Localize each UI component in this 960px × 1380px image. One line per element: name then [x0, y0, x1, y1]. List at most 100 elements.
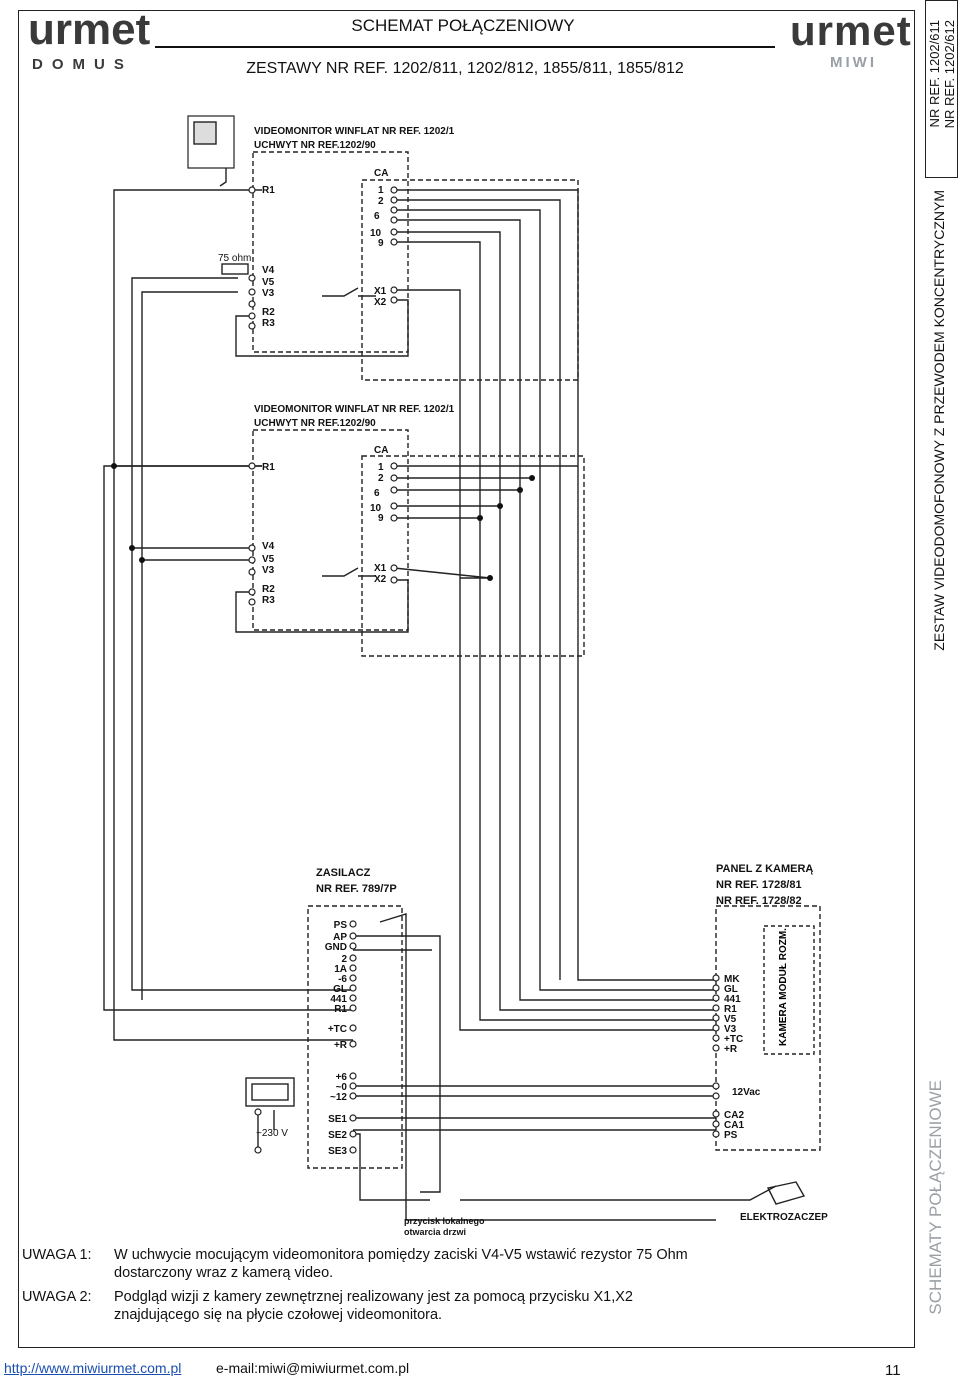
- psu-term-se1: SE1: [328, 1114, 347, 1125]
- side-ref-1: NR REF. 1202/611: [927, 20, 942, 128]
- m2-term-x1: X1: [374, 563, 387, 574]
- psu-term-0: ~0: [336, 1082, 348, 1093]
- m1-term-1: 1: [378, 185, 384, 196]
- panel-term-gl: GL: [724, 984, 738, 995]
- camera-module-label: KAMERA MODUŁ ROZM.: [778, 928, 789, 1046]
- website-link[interactable]: http://www.miwiurmet.com.pl: [4, 1360, 182, 1376]
- psu-term-gl: GL: [333, 984, 347, 995]
- panel-term-v3: V3: [724, 1024, 737, 1035]
- psu-term-ap: AP: [333, 932, 347, 943]
- m1-term-ca: CA: [374, 168, 388, 179]
- m1-term-9: 9: [378, 238, 384, 249]
- m1-term-v5: V5: [262, 277, 275, 288]
- panel-term-r1: R1: [724, 1004, 737, 1015]
- psu-term-se3: SE3: [328, 1146, 347, 1157]
- m2-term-r1: R1: [262, 462, 275, 473]
- monitor-2-bracket: UCHWYT NR REF.1202/90: [254, 418, 376, 429]
- psu-term-6v: +6: [336, 1072, 348, 1083]
- m1-term-r1: R1: [262, 185, 275, 196]
- note-2-cont: znajdującego się na płycie czołowej vide…: [22, 1306, 907, 1324]
- panel-term-ps: PS: [724, 1130, 738, 1141]
- m2-term-x2: X2: [374, 574, 387, 585]
- urmet-miwi-logo: urmet MIWI: [790, 7, 912, 76]
- panel-term-mk: MK: [724, 974, 740, 985]
- psu-ref: NR REF. 789/7P: [316, 883, 397, 895]
- logo-right-word: urmet: [790, 7, 912, 54]
- m1-term-v4: V4: [262, 265, 275, 276]
- note-1-label: UWAGA 1:: [22, 1247, 92, 1263]
- transformer: [245, 1077, 295, 1107]
- switch-x1x2-1: [322, 287, 376, 297]
- psu-term-12: ~12: [330, 1092, 347, 1103]
- page-subtitle: ZESTAWY NR REF. 1202/811, 1202/812, 1855…: [246, 60, 684, 77]
- m2-term-r3: R3: [262, 595, 275, 606]
- door-button-label: przycisk lokalnego: [404, 1216, 485, 1226]
- m1-term-v3: V3: [262, 288, 275, 299]
- email-address: e-mail:miwi@miwiurmet.com.pl: [216, 1360, 410, 1376]
- m2-term-r2: R2: [262, 584, 275, 595]
- wiring-diagram: VIDEOMONITOR WINFLAT NR REF. 1202/1 UCHW…: [103, 115, 828, 1237]
- psu-term-gnd: GND: [325, 942, 347, 953]
- logo-left-sub: DOMUS: [32, 56, 133, 73]
- m1-term-r3: R3: [262, 318, 275, 329]
- resistor-label: 75 ohm: [218, 253, 251, 264]
- panel-term-441: 441: [724, 994, 741, 1005]
- page-frame: [18, 10, 915, 1348]
- note-2-label: UWAGA 2:: [22, 1289, 92, 1305]
- psu-term-r: +R: [334, 1040, 348, 1051]
- m1-term-6: 6: [374, 211, 380, 222]
- panel-term-ca2: CA2: [724, 1110, 744, 1121]
- monitor-1-bracket: UCHWYT NR REF.1202/90: [254, 140, 376, 151]
- m1-term-2: 2: [378, 196, 384, 207]
- m2-term-1: 1: [378, 462, 384, 473]
- side-title: ZESTAW VIDEODOMOFONOWY Z PRZEWODEM KONCE…: [931, 190, 947, 651]
- videomonitor-1-icon: [187, 115, 235, 169]
- panel-term-tc: +TC: [724, 1034, 743, 1045]
- page-number: 11: [885, 1362, 901, 1379]
- electric-lock-icon: [766, 1181, 806, 1205]
- m2-term-v3: V3: [262, 565, 275, 576]
- m1-term-10: 10: [370, 228, 382, 239]
- panel-label: PANEL Z KAMERĄ: [716, 863, 813, 875]
- m2-term-v5: V5: [262, 554, 275, 565]
- side-ref-box: [925, 0, 958, 178]
- m2-term-9: 9: [378, 513, 384, 524]
- m1-term-x2: X2: [374, 297, 387, 308]
- monitor-2-label: VIDEOMONITOR WINFLAT NR REF. 1202/1: [254, 404, 455, 415]
- monitor-2-box: [252, 429, 409, 631]
- door-button-label-2: otwarcia drzwi: [404, 1227, 466, 1237]
- mains-label: ~230 V: [256, 1128, 288, 1139]
- psu-term-ps: PS: [334, 920, 348, 931]
- resistor-75ohm: [221, 263, 249, 275]
- monitor-1-label: VIDEOMONITOR WINFLAT NR REF. 1202/1: [254, 126, 455, 137]
- panel-term-v5: V5: [724, 1014, 737, 1025]
- psu-label: ZASILACZ: [316, 867, 371, 879]
- header-divider: [155, 46, 775, 48]
- m1-term-r2: R2: [262, 307, 275, 318]
- lock-wire: [460, 1185, 777, 1201]
- note-2-text: Podgląd wizji z kamery zewnętrznej reali…: [114, 1289, 633, 1305]
- m1-term-x1: X1: [374, 286, 387, 297]
- note-1: UWAGA 1: W uchwycie mocującym videomonit…: [22, 1246, 907, 1264]
- m2-term-6: 6: [374, 488, 380, 499]
- note-1-text-2: dostarczony wraz z kamerą video.: [114, 1265, 334, 1281]
- logo-left-word: urmet: [28, 5, 151, 54]
- side-ref-2: NR REF. 1202/612: [942, 20, 957, 129]
- panel-term-ca1: CA1: [724, 1120, 744, 1131]
- lock-label: ELEKTROZACZEP: [740, 1212, 828, 1223]
- psu-box: [307, 905, 403, 1169]
- note-2-text-2: znajdującego się na płycie czołowej vide…: [114, 1307, 443, 1323]
- side-section-label: SCHEMATY POŁĄCZENIOWE: [926, 1080, 945, 1315]
- panel-ref-1: NR REF. 1728/81: [716, 879, 802, 891]
- m2-term-v4: V4: [262, 541, 275, 552]
- urmet-domus-logo: urmet DOMUS: [28, 5, 151, 78]
- logo-right-sub: MIWI: [830, 54, 877, 71]
- note-1-cont: dostarczony wraz z kamerą video.: [22, 1264, 907, 1282]
- psu-term-1a: 1A: [334, 964, 347, 975]
- switch-x1x2-2: [322, 567, 376, 577]
- note-1-text: W uchwycie mocującym videomonitora pomię…: [114, 1247, 688, 1263]
- monitor-1-box: [252, 151, 409, 353]
- note-2: UWAGA 2: Podgląd wizji z kamery zewnętrz…: [22, 1288, 907, 1306]
- psu-term-tc: +TC: [328, 1024, 347, 1035]
- psu-term-441: 441: [330, 994, 347, 1005]
